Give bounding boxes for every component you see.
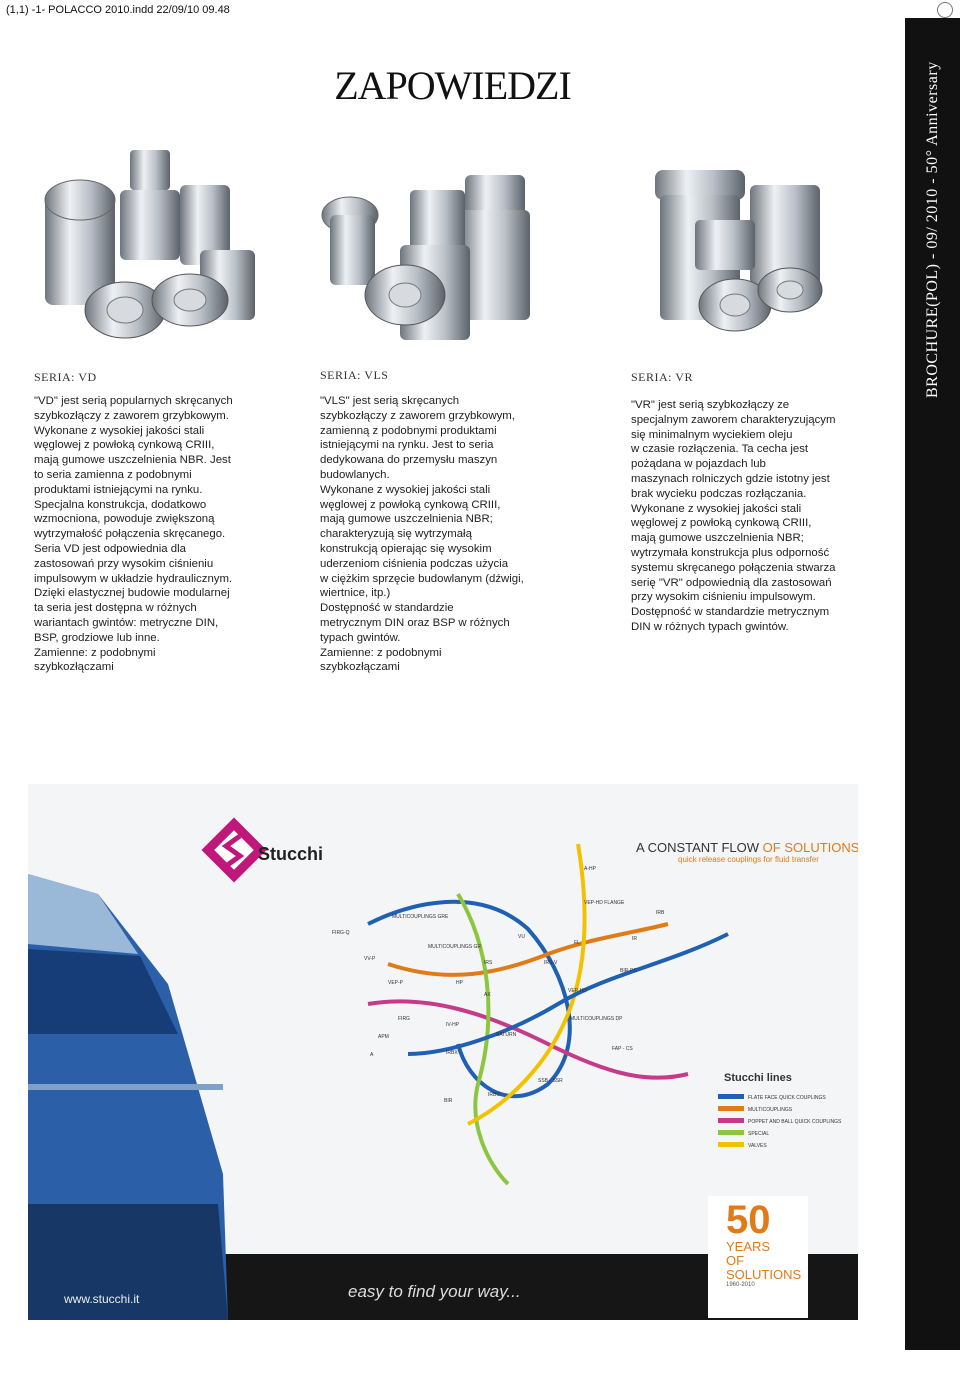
website: www.stucchi.it (64, 1292, 140, 1306)
vls-couplings-image (321, 175, 530, 340)
legend-item: SPECIAL (748, 1131, 770, 1137)
station-label: FIRG-Q (332, 930, 350, 936)
vr-couplings-image (655, 170, 823, 332)
series-label-vd: SERIA: VD (34, 370, 97, 384)
station-label: IR (632, 936, 637, 942)
station-label: SATURN (496, 1032, 517, 1038)
station-label: FAP - CS (612, 1046, 633, 1052)
station-label: APM (378, 1034, 389, 1040)
vd-description: "VD" jest serią popularnych skręcanych s… (34, 395, 233, 674)
legend-item: POPPET AND BALL QUICK COUPLINGS (748, 1119, 842, 1125)
years-text3: SOLUTIONS (726, 1267, 802, 1282)
ad-brand: Stucchi (258, 844, 324, 864)
station-label: FL (574, 940, 580, 946)
station-label: IRBO (488, 1092, 501, 1098)
ad-tagline-b: OF SOLUTIONS (762, 840, 858, 855)
legend-item: MULTICOUPLINGS (748, 1107, 793, 1113)
page-title: ZAPOWIEDZI (334, 63, 572, 108)
print-header: (1,1) -1- POLACCO 2010.indd 22/09/10 09.… (6, 4, 230, 16)
station-label: VEP-HD (568, 988, 587, 994)
station-label: IRS-V (544, 960, 558, 966)
station-label: VEP-HD FLANGE (584, 900, 625, 906)
legend-item: FLATE FACE QUICK COUPLINGS (748, 1095, 826, 1101)
station-label: BIR (444, 1098, 453, 1104)
station-label: BIR-PC (620, 968, 637, 974)
vd-couplings-image (44, 150, 255, 339)
lines-legend: FLATE FACE QUICK COUPLINGS MULTICOUPLING… (748, 1092, 841, 1152)
station-label: MULTICOUPLINGS GR (428, 944, 481, 950)
station-label: IRB (656, 910, 665, 916)
station-label: AX (484, 992, 491, 998)
station-labels: A-HP VEP-HD FLANGE MULTICOUPLINGS GRE FI… (332, 844, 664, 1104)
anniversary-badge: 50 YEARS OF SOLUTIONS 1960-2010 (726, 1200, 806, 1288)
ad-tagline: A CONSTANT FLOW OF SOLUTIONS (636, 840, 858, 855)
station-label: MULTICOUPLINGS GRE (392, 914, 449, 920)
series-label-vls: SERIA: VLS (320, 368, 389, 382)
legend-item: VALVES (748, 1143, 767, 1149)
vr-description: "VR" jest serią szybkozłączy ze specjaln… (631, 399, 836, 633)
stucchi-advertisement: Stucchi A CONSTANT FLOW OF SOLUTIONS qui… (28, 784, 858, 1320)
sidebar-text: BROCHURE(POL) - 09/ 2010 - 50° Anniversa… (923, 61, 941, 398)
registration-mark-icon (937, 2, 953, 18)
station-label: IV-HP (446, 1022, 460, 1028)
years-number: 50 (726, 1198, 771, 1242)
station-label: SSB - SSR (538, 1078, 563, 1084)
ad-subtagline: quick release couplings for fluid transf… (678, 855, 819, 864)
station-label: FIRG (398, 1016, 410, 1022)
ad-graphic (28, 784, 858, 1320)
station-label: A-HP (584, 866, 596, 872)
station-label: IRBX (446, 1050, 458, 1056)
station-label: VU (518, 934, 525, 940)
station-label: HP (456, 980, 463, 986)
station-label: VV-P (364, 956, 376, 962)
vls-description: "VLS" jest serią skręcanych szybkozłączy… (320, 395, 524, 674)
ad-tagline-a: A CONSTANT FLOW (636, 840, 763, 855)
metro-map (367, 843, 729, 1186)
station-label: IRS (484, 960, 493, 966)
station-label: VEP-P (388, 980, 404, 986)
years-range: 1960-2010 (726, 1282, 755, 1288)
station-label: A (370, 1052, 374, 1058)
station-label: MULTICOUPLINGS DP (570, 1016, 623, 1022)
slogan: easy to find your way... (348, 1282, 521, 1301)
years-text2: OF (726, 1253, 745, 1268)
years-text1: YEARS (726, 1239, 771, 1254)
lines-title: Stucchi lines (724, 1072, 792, 1084)
series-label-vr: SERIA: VR (631, 370, 693, 384)
sidebar-band: BROCHURE(POL) - 09/ 2010 - 50° Anniversa… (905, 18, 960, 1350)
stucchi-logo-icon (201, 817, 267, 883)
